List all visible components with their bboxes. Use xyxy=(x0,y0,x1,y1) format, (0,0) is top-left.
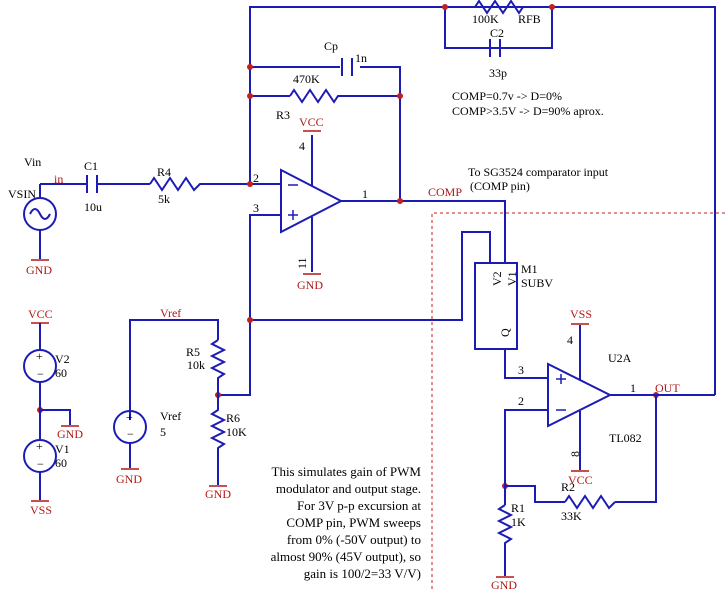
svg-text:V2: V2 xyxy=(490,271,504,286)
svg-text:5: 5 xyxy=(160,425,166,439)
svg-text:from 0% (-50V output) to: from 0% (-50V output) to xyxy=(287,532,421,547)
svg-text:This simulates gain of PWM: This simulates gain of PWM xyxy=(272,464,422,479)
svg-text:3: 3 xyxy=(253,201,259,215)
resistor-r3 xyxy=(289,88,340,104)
resistor-r6 xyxy=(209,395,227,485)
svg-text:11: 11 xyxy=(295,257,309,269)
svg-text:in: in xyxy=(54,172,63,186)
svg-text:+: + xyxy=(36,349,43,363)
svg-text:VCC: VCC xyxy=(299,115,324,129)
stage-boundary xyxy=(431,212,725,591)
svg-text:To SG3524 comparator input: To SG3524 comparator input xyxy=(468,165,609,179)
vref-source xyxy=(113,410,147,468)
svg-text:U2A: U2A xyxy=(608,351,632,365)
simulation-note: This simulates gain of PWM modulator and… xyxy=(271,464,422,581)
svg-text:GND: GND xyxy=(491,578,517,591)
svg-text:R3: R3 xyxy=(276,108,290,122)
svg-text:R5: R5 xyxy=(186,345,200,359)
capacitor-c2 xyxy=(445,39,552,57)
vsin-source xyxy=(23,183,57,259)
svg-text:R4: R4 xyxy=(157,165,171,179)
svg-text:60: 60 xyxy=(55,456,67,470)
svg-text:COMP pin, PWM sweeps: COMP pin, PWM sweeps xyxy=(286,515,421,530)
svg-text:almost 90% (45V output), so: almost 90% (45V output), so xyxy=(271,549,421,564)
svg-text:4: 4 xyxy=(299,139,305,153)
svg-text:GND: GND xyxy=(57,427,83,441)
svg-text:R6: R6 xyxy=(226,411,240,425)
svg-text:M1: M1 xyxy=(521,262,538,276)
resistor-rfb xyxy=(474,0,524,15)
svg-text:60: 60 xyxy=(55,366,67,380)
svg-text:VSS: VSS xyxy=(30,503,52,517)
svg-text:R2: R2 xyxy=(561,480,575,494)
svg-text:C2: C2 xyxy=(490,26,504,40)
svg-text:Vref: Vref xyxy=(160,306,181,320)
svg-text:VSS: VSS xyxy=(570,307,592,321)
svg-text:V1: V1 xyxy=(55,442,70,456)
svg-text:1: 1 xyxy=(362,187,368,201)
svg-text:Vin: Vin xyxy=(24,155,41,169)
svg-text:2: 2 xyxy=(518,394,524,408)
opamp2 xyxy=(504,325,715,505)
svg-text:10k: 10k xyxy=(187,358,205,372)
svg-text:modulator and output stage.: modulator and output stage. xyxy=(276,481,421,496)
resistor-r4 xyxy=(149,176,210,192)
svg-text:Cp: Cp xyxy=(324,39,338,53)
capacitor-c1 xyxy=(86,175,98,193)
svg-text:(COMP pin): (COMP pin) xyxy=(470,179,530,193)
svg-text:+: + xyxy=(126,410,133,424)
svg-text:+: + xyxy=(36,439,43,453)
svg-text:1n: 1n xyxy=(355,51,367,65)
svg-text:1K: 1K xyxy=(511,515,526,529)
svg-text:100K: 100K xyxy=(472,12,499,26)
svg-text:8: 8 xyxy=(568,451,582,457)
svg-text:Q: Q xyxy=(498,328,512,337)
svg-text:V2: V2 xyxy=(55,352,70,366)
svg-text:10K: 10K xyxy=(226,425,247,439)
svg-text:33K: 33K xyxy=(561,509,582,523)
svg-text:GND: GND xyxy=(26,263,52,277)
svg-text:2: 2 xyxy=(253,171,259,185)
svg-text:V1: V1 xyxy=(505,271,519,286)
svg-text:RFB: RFB xyxy=(518,12,541,26)
svg-text:SUBV: SUBV xyxy=(521,276,553,290)
svg-text:VSIN: VSIN xyxy=(8,187,36,201)
svg-text:10u: 10u xyxy=(84,200,102,214)
svg-text:470K: 470K xyxy=(293,72,320,86)
svg-text:1: 1 xyxy=(630,381,636,395)
junctions xyxy=(37,4,659,489)
opamp1: 4 11 2 3 1 xyxy=(253,135,368,272)
svg-text:VCC: VCC xyxy=(28,307,53,321)
svg-text:−: − xyxy=(37,367,44,381)
svg-text:−: − xyxy=(37,457,44,471)
svg-text:gain is 100/2=33 V/V): gain is 100/2=33 V/V) xyxy=(304,566,421,581)
svg-text:5k: 5k xyxy=(158,192,170,206)
svg-text:33p: 33p xyxy=(489,66,507,80)
svg-text:OUT: OUT xyxy=(655,381,680,395)
svg-text:GND: GND xyxy=(205,487,231,501)
svg-text:4: 4 xyxy=(567,333,573,347)
resistor-r5 xyxy=(209,339,227,395)
svg-text:TL082: TL082 xyxy=(609,431,642,445)
svg-text:Vref: Vref xyxy=(160,409,181,423)
svg-text:3: 3 xyxy=(518,363,524,377)
svg-text:R1: R1 xyxy=(511,501,525,515)
svg-text:COMP=0.7v -> D=0%: COMP=0.7v -> D=0% xyxy=(452,89,562,103)
svg-text:For 3V p-p excursion at: For 3V p-p excursion at xyxy=(297,498,421,513)
resistor-r2 xyxy=(564,494,616,510)
svg-text:C1: C1 xyxy=(84,159,98,173)
svg-text:GND: GND xyxy=(116,472,142,486)
svg-text:GND: GND xyxy=(297,278,323,292)
resistor-r1 xyxy=(496,504,514,576)
supply-sources xyxy=(23,323,71,500)
capacitor-cp xyxy=(341,58,353,76)
svg-text:COMP: COMP xyxy=(428,185,462,199)
svg-text:−: − xyxy=(127,427,134,441)
svg-text:VCC: VCC xyxy=(568,473,593,487)
m1-subv xyxy=(474,262,548,379)
svg-text:COMP>3.5V -> D=90% aprox.: COMP>3.5V -> D=90% aprox. xyxy=(452,104,604,118)
